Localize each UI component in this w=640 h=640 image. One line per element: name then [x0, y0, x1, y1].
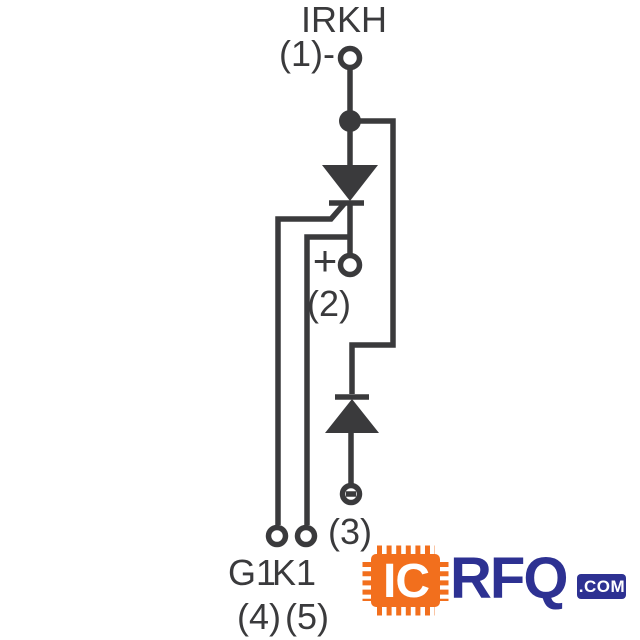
- gate-branch-wire: [275, 202, 347, 525]
- diode-triangle: [325, 399, 379, 433]
- com-badge-background: [577, 574, 626, 599]
- k1-terminal-circle: [294, 524, 318, 548]
- terminal-4-label: (4): [237, 596, 281, 637]
- logo-ic-text: IC: [383, 555, 429, 608]
- terminal-1-circle: [337, 45, 363, 71]
- junction-dot: [339, 110, 361, 132]
- icrfq-logo: IC RFQ .COM: [362, 545, 626, 616]
- plus-sign: +: [313, 237, 338, 284]
- terminal-2-circle: [337, 252, 363, 278]
- ic-chip-icon: IC: [362, 545, 449, 616]
- diode-branch-wire: [349, 118, 396, 394]
- terminal-1-label: (1)-: [279, 33, 335, 74]
- logo-rfq-text: RFQ: [450, 546, 566, 611]
- logo-com-text: .COM: [579, 577, 625, 596]
- thyristor-triangle: [322, 165, 378, 201]
- g1-terminal-circle: [265, 524, 289, 548]
- thyristor-icon: [322, 165, 378, 206]
- k1-label: K1: [272, 552, 316, 593]
- part-number-title: IRKH: [301, 0, 387, 40]
- g1-label: G1: [228, 552, 276, 593]
- chip-body: [371, 554, 440, 607]
- logo-com-badge: .COM: [577, 574, 626, 599]
- diode-icon: [325, 394, 379, 433]
- terminal-5-label: (5): [285, 596, 329, 637]
- terminal-2-label: (2): [307, 283, 351, 324]
- terminal-3-label: (3): [328, 511, 372, 552]
- k1-branch-wire: [304, 234, 350, 525]
